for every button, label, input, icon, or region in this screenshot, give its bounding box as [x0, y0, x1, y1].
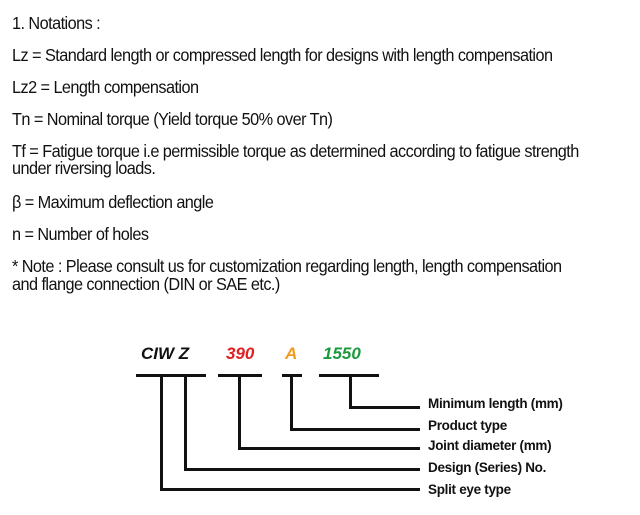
note-lz: Lz = Standard length or compressed lengt…	[12, 45, 553, 65]
split-eye-connector-horizontal	[160, 488, 420, 491]
legend-split-eye: Split eye type	[428, 482, 511, 497]
note-beta: β = Maximum deflection angle	[12, 192, 214, 212]
legend-joint-diameter: Joint diameter (mm)	[428, 438, 552, 453]
design-connector-horizontal	[184, 468, 420, 471]
code-diameter: 390	[226, 344, 255, 363]
legend-product-type: Product type	[428, 418, 507, 433]
note-customization-line1: * Note : Please consult us for customiza…	[12, 256, 562, 276]
note-lz2: Lz2 = Length compensation	[12, 77, 199, 97]
split-eye-connector-vertical	[160, 374, 163, 491]
product-connector-horizontal	[290, 428, 420, 431]
code-product: A	[285, 344, 298, 363]
length-connector-vertical	[349, 374, 352, 409]
code-length: 1550	[323, 344, 361, 363]
diameter-connector-horizontal	[238, 447, 420, 450]
note-tf-line1: Tf = Fatigue torque i.e permissible torq…	[12, 141, 579, 161]
legend-min-length: Minimum length (mm)	[428, 396, 563, 411]
note-tn: Tn = Nominal torque (Yield torque 50% ov…	[12, 109, 333, 129]
note-tf-line2: under riversing loads.	[12, 158, 156, 178]
design-connector-vertical	[184, 374, 187, 471]
product-connector-vertical	[290, 374, 293, 431]
notations-heading: 1. Notations :	[12, 13, 101, 33]
legend-design-series: Design (Series) No.	[428, 460, 547, 475]
code-series: CIW Z	[141, 344, 190, 363]
length-connector-horizontal	[349, 406, 420, 409]
series-underline	[136, 374, 206, 377]
note-n: n = Number of holes	[12, 224, 149, 244]
diameter-connector-vertical	[238, 374, 241, 450]
note-customization-line2: and flange connection (DIN or SAE etc.)	[12, 274, 280, 294]
